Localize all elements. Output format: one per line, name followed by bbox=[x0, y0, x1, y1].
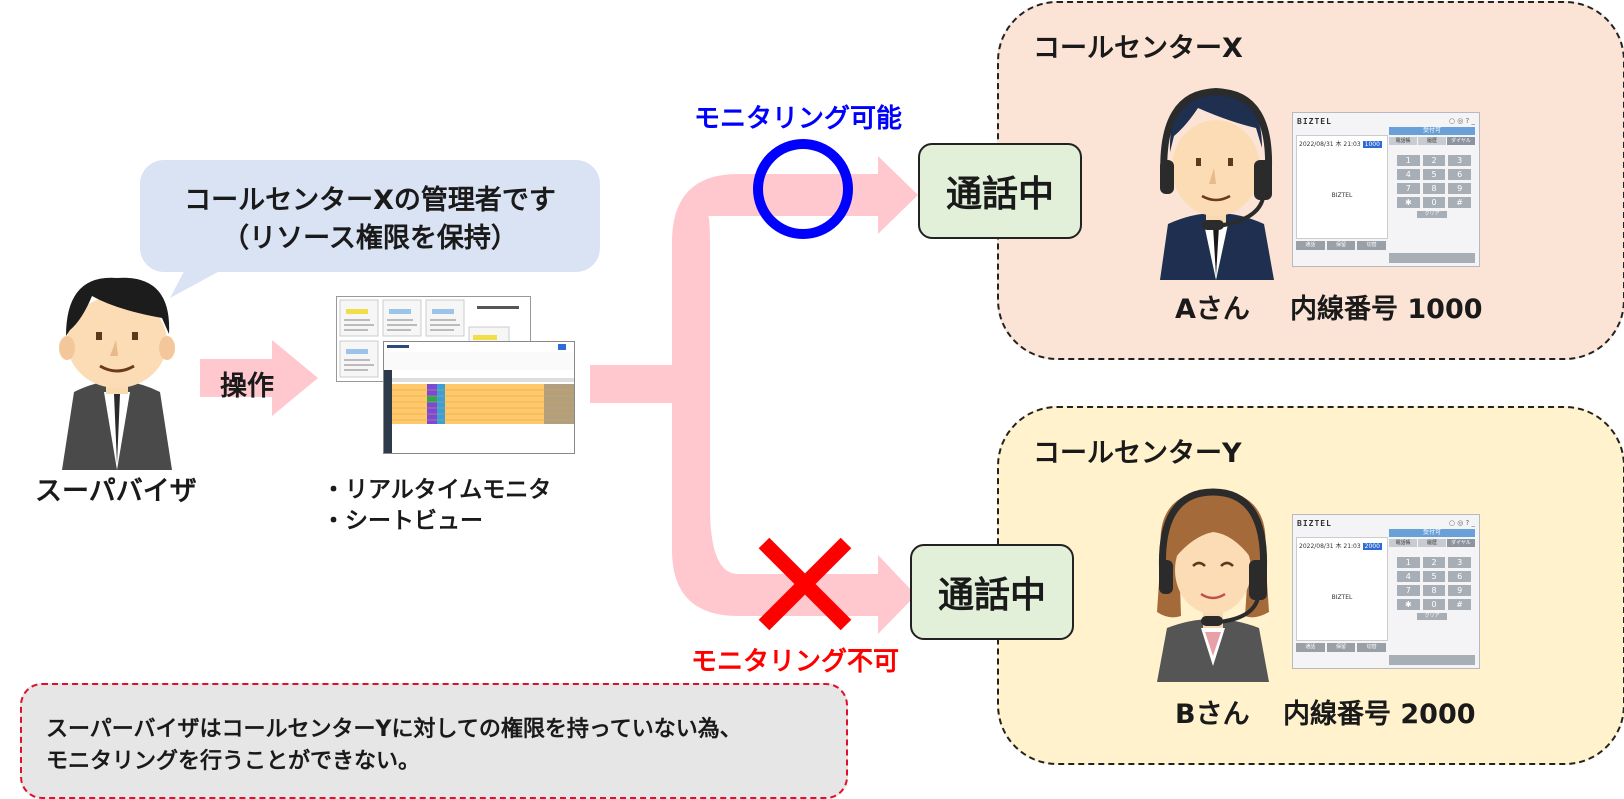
key-9[interactable]: 9 bbox=[1448, 585, 1471, 596]
speech-bubble: コールセンターXの管理者です （リソース権限を保持） bbox=[140, 160, 600, 272]
softphone-number: 1000 bbox=[1362, 141, 1382, 148]
key-8[interactable]: 8 bbox=[1422, 585, 1446, 596]
key-2[interactable]: 2 bbox=[1422, 557, 1446, 568]
clear-button[interactable]: クリア bbox=[1417, 613, 1447, 620]
key-4[interactable]: 4 bbox=[1397, 571, 1420, 582]
softphone-x: BIZTEL ○ ◎ ? _ 2022/08/31 木 21:03 1000 B… bbox=[1292, 112, 1480, 267]
key-7[interactable]: 7 bbox=[1397, 585, 1420, 596]
softphone-buttons: 通話 保留 切替 bbox=[1296, 643, 1387, 652]
ok-circle-icon bbox=[753, 139, 853, 239]
key-hash[interactable]: # bbox=[1448, 197, 1471, 208]
softphone-date: 2022/08/31 木 21:03 1000 bbox=[1299, 141, 1382, 148]
key-3[interactable]: 3 bbox=[1448, 557, 1471, 568]
supervisor-avatar bbox=[59, 277, 175, 470]
tab-history[interactable]: 履歴 bbox=[1418, 539, 1446, 547]
key-2[interactable]: 2 bbox=[1422, 155, 1446, 166]
softphone-brand: BIZTEL bbox=[1297, 117, 1332, 126]
softphone-number: 2000 bbox=[1362, 543, 1382, 550]
tab-history[interactable]: 履歴 bbox=[1418, 137, 1446, 145]
speech-line-2: （リソース権限を保持） bbox=[222, 223, 518, 254]
softphone-tabs: 電話帳 履歴 ダイヤル bbox=[1389, 539, 1475, 547]
call-center-y-title: コールセンターY bbox=[1033, 438, 1242, 469]
agent-a-name: Aさん bbox=[1175, 294, 1250, 325]
monitoring-ok-label: モニタリング可能 bbox=[694, 104, 903, 134]
tool-item-realtime-monitor: ・リアルタイムモニタ bbox=[322, 477, 552, 503]
switch-button[interactable]: 切替 bbox=[1357, 241, 1387, 250]
tool-item-seat-view: ・シートビュー bbox=[322, 508, 483, 534]
branch-arrow-head-top bbox=[878, 156, 918, 234]
note-line-1: スーパーバイザはコールセンターYに対しての権限を持っていない為、 bbox=[46, 717, 742, 742]
key-7[interactable]: 7 bbox=[1397, 183, 1420, 194]
softphone-status-bar: 受付可 bbox=[1389, 127, 1475, 135]
key-star[interactable]: ✱ bbox=[1397, 197, 1420, 208]
tab-dial[interactable]: ダイヤル bbox=[1447, 539, 1475, 547]
hold-button[interactable]: 保留 bbox=[1326, 241, 1356, 250]
call-button[interactable]: 通話 bbox=[1296, 241, 1325, 250]
supervisor-label: スーパバイザ bbox=[35, 476, 197, 507]
clear-button[interactable]: クリア bbox=[1417, 211, 1447, 218]
branch-arrow-head-bottom bbox=[878, 555, 916, 634]
branch-arrow-body bbox=[590, 174, 878, 616]
key-4[interactable]: 4 bbox=[1397, 169, 1420, 180]
key-hash[interactable]: # bbox=[1448, 599, 1471, 610]
softphone-y: BIZTEL ○ ◎ ? _ 2022/08/31 木 21:03 2000 B… bbox=[1292, 514, 1480, 669]
key-6[interactable]: 6 bbox=[1448, 571, 1471, 582]
window-controls-icon: ○ ◎ ? _ bbox=[1448, 117, 1475, 125]
key-8[interactable]: 8 bbox=[1422, 183, 1446, 194]
agent-b-avatar bbox=[1157, 488, 1269, 682]
speech-line-1: コールセンターXの管理者です bbox=[184, 185, 556, 216]
operation-arrow bbox=[200, 340, 318, 416]
call-status-y: 通話中 bbox=[910, 544, 1074, 640]
softphone-display: 2022/08/31 木 21:03 2000 BIZTEL bbox=[1296, 537, 1388, 641]
operation-label: 操作 bbox=[220, 371, 274, 402]
softphone-caller: BIZTEL bbox=[1331, 594, 1353, 601]
key-1[interactable]: 1 bbox=[1397, 557, 1420, 568]
agent-a-extension: 内線番号 1000 bbox=[1290, 294, 1483, 325]
softphone-dialpad-panel: 受付可 電話帳 履歴 ダイヤル 1 2 3 4 5 6 7 8 9 ✱ 0 # … bbox=[1389, 529, 1475, 665]
softphone-caller: BIZTEL bbox=[1331, 192, 1353, 199]
softphone-display: 2022/08/31 木 21:03 1000 BIZTEL bbox=[1296, 135, 1388, 239]
seat-view-screenshot bbox=[383, 341, 575, 454]
tab-phonebook[interactable]: 電話帳 bbox=[1389, 539, 1417, 547]
key-5[interactable]: 5 bbox=[1422, 169, 1446, 180]
softphone-footer bbox=[1389, 253, 1475, 263]
call-button[interactable]: 通話 bbox=[1296, 643, 1325, 652]
agent-b-name: Bさん bbox=[1175, 699, 1250, 730]
key-0[interactable]: 0 bbox=[1422, 599, 1446, 610]
softphone-dialpad-panel: 受付可 電話帳 履歴 ダイヤル 1 2 3 4 5 6 7 8 9 ✱ 0 # … bbox=[1389, 127, 1475, 263]
tab-dial[interactable]: ダイヤル bbox=[1447, 137, 1475, 145]
call-status-x: 通話中 bbox=[918, 143, 1082, 239]
note-line-2: モニタリングを行うことができない。 bbox=[46, 749, 421, 774]
dialpad: 1 2 3 4 5 6 7 8 9 ✱ 0 # bbox=[1397, 155, 1471, 208]
softphone-footer bbox=[1389, 655, 1475, 665]
agent-a-avatar bbox=[1160, 88, 1274, 280]
key-1[interactable]: 1 bbox=[1397, 155, 1420, 166]
agent-b-extension: 内線番号 2000 bbox=[1283, 699, 1476, 730]
window-controls-icon: ○ ◎ ? _ bbox=[1448, 519, 1475, 527]
key-9[interactable]: 9 bbox=[1448, 183, 1471, 194]
switch-button[interactable]: 切替 bbox=[1357, 643, 1387, 652]
key-6[interactable]: 6 bbox=[1448, 169, 1471, 180]
key-0[interactable]: 0 bbox=[1422, 197, 1446, 208]
tab-phonebook[interactable]: 電話帳 bbox=[1389, 137, 1417, 145]
ng-cross-icon bbox=[758, 537, 852, 631]
softphone-status-bar: 受付可 bbox=[1389, 529, 1475, 537]
key-3[interactable]: 3 bbox=[1448, 155, 1471, 166]
note-box: スーパーバイザはコールセンターYに対しての権限を持っていない為、 モニタリングを… bbox=[20, 683, 848, 799]
softphone-brand: BIZTEL bbox=[1297, 519, 1332, 528]
key-5[interactable]: 5 bbox=[1422, 571, 1446, 582]
softphone-buttons: 通話 保留 切替 bbox=[1296, 241, 1387, 250]
softphone-tabs: 電話帳 履歴 ダイヤル bbox=[1389, 137, 1475, 145]
hold-button[interactable]: 保留 bbox=[1326, 643, 1356, 652]
dialpad: 1 2 3 4 5 6 7 8 9 ✱ 0 # bbox=[1397, 557, 1471, 610]
key-star[interactable]: ✱ bbox=[1397, 599, 1420, 610]
call-center-x-title: コールセンターX bbox=[1033, 33, 1243, 64]
softphone-date: 2022/08/31 木 21:03 2000 bbox=[1299, 543, 1382, 550]
monitoring-ng-label: モニタリング不可 bbox=[691, 647, 900, 677]
